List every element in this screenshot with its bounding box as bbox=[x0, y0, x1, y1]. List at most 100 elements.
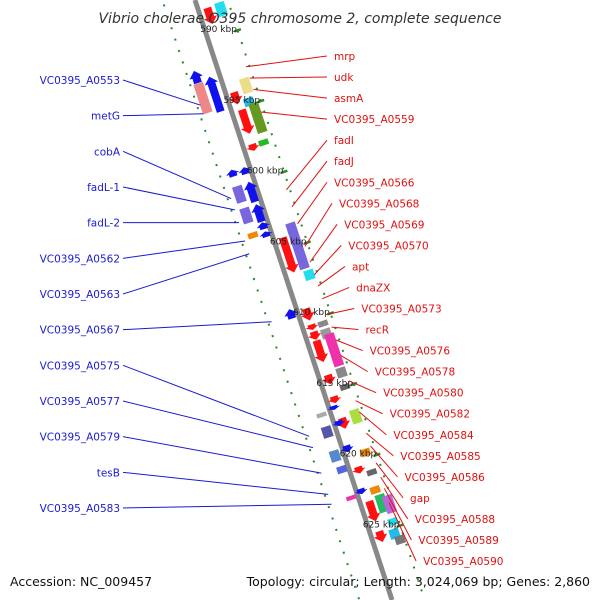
gene-label[interactable]: VC0395_A0559 bbox=[334, 114, 414, 126]
gene-arrow bbox=[244, 181, 260, 204]
gene-block bbox=[339, 382, 351, 392]
gene-label[interactable]: VC0395_A0570 bbox=[348, 240, 428, 252]
gene-arrow-shape bbox=[251, 204, 266, 223]
gene-arrow bbox=[305, 323, 319, 330]
gene-block bbox=[369, 484, 382, 495]
gene-block bbox=[232, 184, 247, 204]
map-title: Vibrio cholerae O395 chromosome 2, compl… bbox=[98, 11, 501, 27]
gene-arrow bbox=[259, 231, 273, 239]
track-guides bbox=[161, 0, 425, 600]
gene-label[interactable]: cobA bbox=[94, 146, 121, 158]
gene-label[interactable]: VC0395_A0580 bbox=[383, 388, 463, 400]
gene-arrow-shape bbox=[373, 529, 388, 542]
gene-arrow bbox=[284, 309, 298, 320]
gene-label[interactable]: VC0395_A0582 bbox=[390, 409, 470, 421]
gene-label-leader bbox=[309, 224, 338, 263]
gene-label[interactable]: VC0395_A0583 bbox=[40, 503, 120, 515]
gene-label[interactable]: VC0395_A0575 bbox=[40, 360, 120, 372]
gene-arrow-shape bbox=[244, 181, 260, 204]
gene-label-leader bbox=[359, 411, 387, 436]
gene-label[interactable]: tesB bbox=[97, 467, 120, 479]
gene-block-shape bbox=[394, 534, 407, 546]
gene-arrow bbox=[322, 373, 336, 385]
gene-label[interactable]: mrp bbox=[334, 51, 356, 63]
gene-arrow-shape bbox=[204, 76, 225, 113]
gene-label[interactable]: gap bbox=[410, 493, 430, 505]
gene-block-shape bbox=[285, 221, 310, 271]
gene-block-shape bbox=[369, 484, 382, 495]
gene-block bbox=[257, 138, 270, 147]
gene-label[interactable]: VC0395_A0576 bbox=[370, 346, 451, 358]
kbp-tick-mark bbox=[257, 98, 265, 104]
gene-arrow bbox=[204, 76, 225, 113]
gene-block bbox=[247, 231, 259, 240]
gene-label[interactable]: VC0395_A0567 bbox=[40, 325, 120, 337]
gene-arrow bbox=[246, 142, 260, 151]
gene-label[interactable]: VC0395_A0578 bbox=[375, 367, 455, 379]
gene-block-shape bbox=[316, 411, 328, 419]
gene-label[interactable]: VC0395_A0579 bbox=[40, 432, 120, 444]
gene-arrow-shape bbox=[238, 167, 252, 176]
gene-arrow bbox=[327, 395, 342, 404]
gene-label[interactable]: asmA bbox=[334, 93, 364, 105]
gene-label[interactable]: fadL-1 bbox=[87, 182, 120, 194]
gene-label[interactable]: VC0395_A0577 bbox=[40, 396, 120, 408]
gene-label-leader bbox=[375, 462, 404, 499]
gene-arrow-shape bbox=[352, 465, 366, 474]
gene-block-shape bbox=[238, 76, 254, 95]
gene-label[interactable]: VC0395_A0569 bbox=[344, 219, 424, 231]
gene-label[interactable]: VC0395_A0568 bbox=[339, 198, 419, 210]
summary-text: Topology: circular; Length: 3,024,069 bp… bbox=[246, 574, 590, 589]
gene-label-leader bbox=[297, 181, 328, 225]
right-gene-labels: mrp udk asmA VC0395_A0559 fadI fadJ VC0395_A05… bbox=[245, 51, 503, 568]
gene-block bbox=[387, 516, 399, 527]
track-guide-line bbox=[226, 0, 425, 597]
gene-label[interactable]: VC0395_A0590 bbox=[423, 556, 503, 568]
gene-label[interactable]: VC0395_A0586 bbox=[404, 472, 485, 484]
gene-arrow-shape bbox=[246, 142, 260, 151]
gene-label[interactable]: VC0395_A0562 bbox=[40, 253, 120, 265]
gene-arrow-shape bbox=[340, 444, 354, 453]
gene-label[interactable]: fadI bbox=[334, 135, 354, 147]
gene-block-shape bbox=[239, 206, 254, 225]
accession-text: Accession: NC_009457 bbox=[10, 574, 152, 589]
gene-arrow-shape bbox=[312, 339, 328, 363]
gene-label-leader bbox=[122, 113, 204, 117]
gene-block bbox=[316, 411, 328, 419]
gene-label[interactable]: apt bbox=[352, 261, 369, 273]
gene-label[interactable]: VC0395_A0573 bbox=[361, 304, 441, 316]
gene-label[interactable]: fadJ bbox=[334, 156, 354, 168]
gene-arrow-shape bbox=[256, 222, 270, 231]
gene-arrow-shape bbox=[322, 373, 336, 385]
track-guide-line bbox=[161, 0, 361, 600]
gene-block bbox=[285, 221, 310, 271]
gene-label[interactable]: VC0395_A0589 bbox=[418, 535, 498, 547]
gene-label-leader bbox=[380, 476, 409, 520]
gene-label[interactable]: VC0395_A0585 bbox=[400, 451, 480, 463]
gene-label-leader bbox=[383, 488, 412, 541]
gene-label[interactable]: VC0395_A0584 bbox=[393, 430, 474, 442]
gene-block bbox=[336, 464, 348, 475]
kbp-tick-label: 605 kbp bbox=[270, 237, 307, 247]
gene-label[interactable]: VC0395_A0566 bbox=[334, 177, 415, 189]
gene-label[interactable]: VC0395_A0553 bbox=[40, 75, 120, 87]
gene-arrow bbox=[228, 91, 243, 105]
gene-block bbox=[239, 206, 254, 225]
gene-label[interactable]: dnaZX bbox=[356, 282, 390, 294]
gene-block-shape bbox=[359, 447, 372, 458]
gene-label-leader bbox=[365, 432, 394, 457]
gene-label[interactable]: metG bbox=[91, 111, 120, 123]
gene-arrow-shape bbox=[259, 231, 273, 239]
kbp-tick-label: 600 kbp bbox=[247, 167, 284, 177]
gene-label[interactable]: udk bbox=[334, 72, 354, 84]
kbp-tick-label: 620 kbp bbox=[340, 450, 377, 460]
gene-block-shape bbox=[257, 138, 270, 147]
gene-arrow bbox=[312, 339, 328, 363]
gene-label-leader bbox=[122, 436, 322, 474]
gene-label[interactable]: fadL-2 bbox=[87, 218, 120, 230]
gene-block-shape bbox=[345, 494, 357, 502]
kbp-tick-label: 615 kbp bbox=[316, 379, 353, 389]
gene-label[interactable]: recR bbox=[365, 325, 389, 337]
gene-label[interactable]: VC0395_A0588 bbox=[415, 514, 495, 526]
gene-label[interactable]: VC0395_A0563 bbox=[40, 289, 120, 301]
